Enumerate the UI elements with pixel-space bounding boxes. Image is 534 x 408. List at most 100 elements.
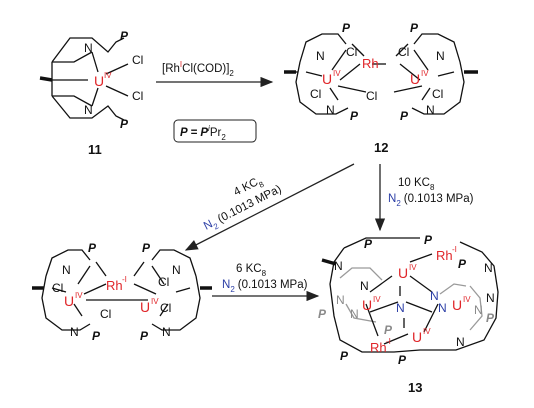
- c13-p-7: P: [486, 311, 495, 325]
- compound-12-cl-5: Cl: [366, 89, 377, 103]
- compound-12-n-2: N: [326, 103, 335, 117]
- c13-n-8: N: [350, 307, 359, 321]
- intermediate-p-3: P: [92, 329, 101, 343]
- compound-12-n-4: N: [426, 103, 435, 117]
- c13-p-1: P: [364, 237, 373, 251]
- svg-text:-I: -I: [386, 337, 391, 346]
- arrow-12-to-intermediate: 4 KC8 N2(0.1013 MPa): [184, 163, 355, 251]
- compound-11-uranium: U IV: [94, 71, 112, 89]
- c13-p-3: P: [340, 349, 349, 363]
- intermediate-p-1: P: [88, 241, 97, 255]
- compound-12-cl-3: Cl: [310, 87, 321, 101]
- svg-text:IV: IV: [409, 263, 417, 272]
- c13-p-8: P: [458, 257, 467, 271]
- compound-12-cl-1: Cl: [346, 45, 357, 59]
- c13-rh-bottom: Rh -I: [370, 337, 391, 355]
- intermediate-n-1: N: [62, 263, 71, 277]
- intermediate-cl-4: Cl: [160, 301, 171, 315]
- arrow-4-conditions: N2(0.1013 MPa): [222, 279, 308, 294]
- svg-text:U: U: [452, 297, 462, 313]
- arrow-4-reagent: 6 KC8: [236, 263, 267, 278]
- compound-12-n-3: N: [436, 49, 445, 63]
- c13-p-2: P: [424, 233, 433, 247]
- svg-text:IV: IV: [151, 297, 159, 306]
- compound-13: P P P P P P P P N N N N N N N N N N N U …: [318, 233, 499, 395]
- svg-text:U: U: [140, 299, 150, 315]
- c13-n-4: N: [456, 335, 465, 349]
- intermediate-cl-3: Cl: [100, 307, 111, 321]
- compound-12-n-1: N: [316, 49, 325, 63]
- svg-text:IV: IV: [421, 69, 429, 78]
- c13-p-4: P: [398, 353, 407, 367]
- intermediate-cl-2: Cl: [158, 275, 169, 289]
- compound-11-n-bottom: N: [84, 103, 93, 117]
- c13-n-6: N: [486, 291, 495, 305]
- c13-bridging-n-3: N: [438, 301, 447, 315]
- intermediate-n-4: N: [162, 325, 171, 339]
- c13-p-6: P: [384, 323, 393, 337]
- c13-n-1: N: [334, 259, 343, 273]
- svg-text:U: U: [412, 329, 422, 345]
- svg-text:U: U: [398, 265, 408, 281]
- compound-13-bonds: [321, 237, 499, 353]
- compound-12-p-1: P: [342, 21, 351, 35]
- intermediate-u-left: U IV: [64, 291, 83, 309]
- svg-text:IV: IV: [333, 69, 341, 78]
- compound-12-p-2: P: [410, 21, 419, 35]
- compound-11-u-symbol: U: [94, 73, 104, 89]
- svg-text:U: U: [322, 71, 332, 87]
- compound-12: P P P P N N N N Cl Cl Cl Cl Cl Cl U IV R…: [284, 21, 478, 155]
- intermediate-rh: Rh -I: [106, 275, 127, 293]
- c13-u-left: U IV: [362, 295, 381, 313]
- c13-n-5: N: [484, 261, 493, 275]
- compound-12-label: 12: [374, 140, 388, 155]
- compound-12-p-3: P: [350, 109, 359, 123]
- compound-11-ring-bonds: [39, 37, 129, 121]
- svg-text:U: U: [410, 71, 420, 87]
- intermediate-bonds: [32, 249, 212, 331]
- svg-text:IV: IV: [75, 291, 83, 300]
- arrow-12-13-reagent: 10 KC8: [398, 177, 435, 192]
- svg-text:Rh: Rh: [370, 340, 387, 355]
- c13-p-5: P: [318, 307, 327, 321]
- svg-text:-I: -I: [122, 275, 127, 284]
- svg-text:-I: -I: [452, 245, 457, 254]
- compound-11: N N P P Cl Cl U IV 11: [39, 29, 143, 157]
- compound-11-p-bottom: P: [120, 117, 129, 131]
- svg-text:Rh: Rh: [362, 56, 379, 71]
- compound-12-rh: Rh: [362, 56, 379, 71]
- compound-12-cl-4: Cl: [432, 87, 443, 101]
- svg-text:U: U: [64, 293, 74, 309]
- compound-11-n-top: N: [84, 41, 93, 55]
- compound-12-u-left: U IV: [322, 69, 341, 87]
- intermediate-n-3: N: [172, 263, 181, 277]
- intermediate-p-4: P: [140, 329, 149, 343]
- arrow-intermediate-to-13: 6 KC8 N2(0.1013 MPa): [212, 263, 320, 302]
- intermediate-n-2: N: [70, 325, 79, 339]
- compound-11-u-ox: IV: [104, 71, 112, 80]
- arrow-12-13-conditions: N2(0.1013 MPa): [388, 193, 474, 208]
- intermediate-u-right: U IV: [140, 297, 159, 315]
- c13-u-top: U IV: [398, 263, 417, 281]
- c13-rh-top: Rh -I: [436, 245, 457, 263]
- c13-bridging-n-1: N: [396, 301, 405, 315]
- c13-n-7: N: [474, 303, 483, 317]
- c13-u-bottom: U IV: [412, 327, 431, 345]
- svg-text:IV: IV: [373, 295, 381, 304]
- svg-text:Rh: Rh: [436, 248, 453, 263]
- intermediate-p-2: P: [142, 241, 151, 255]
- compound-11-cl-2: Cl: [132, 89, 143, 103]
- compound-12-bonds: [284, 33, 478, 115]
- c13-n-2: N: [360, 279, 369, 293]
- compound-11-p-top: P: [120, 29, 129, 43]
- compound-12-cl-2: Cl: [398, 45, 409, 59]
- c13-bridging-n-2: N: [430, 289, 439, 303]
- compound-11-label: 11: [88, 142, 102, 157]
- arrow-11-to-12: [RhICl(COD)]2 P = PiPr2: [156, 60, 274, 143]
- svg-text:IV: IV: [463, 295, 471, 304]
- svg-text:IV: IV: [423, 327, 431, 336]
- svg-text:Rh: Rh: [106, 278, 123, 293]
- arrow-12-to-13: 10 KC8 N2(0.1013 MPa): [374, 164, 474, 232]
- c13-n-3: N: [336, 293, 345, 307]
